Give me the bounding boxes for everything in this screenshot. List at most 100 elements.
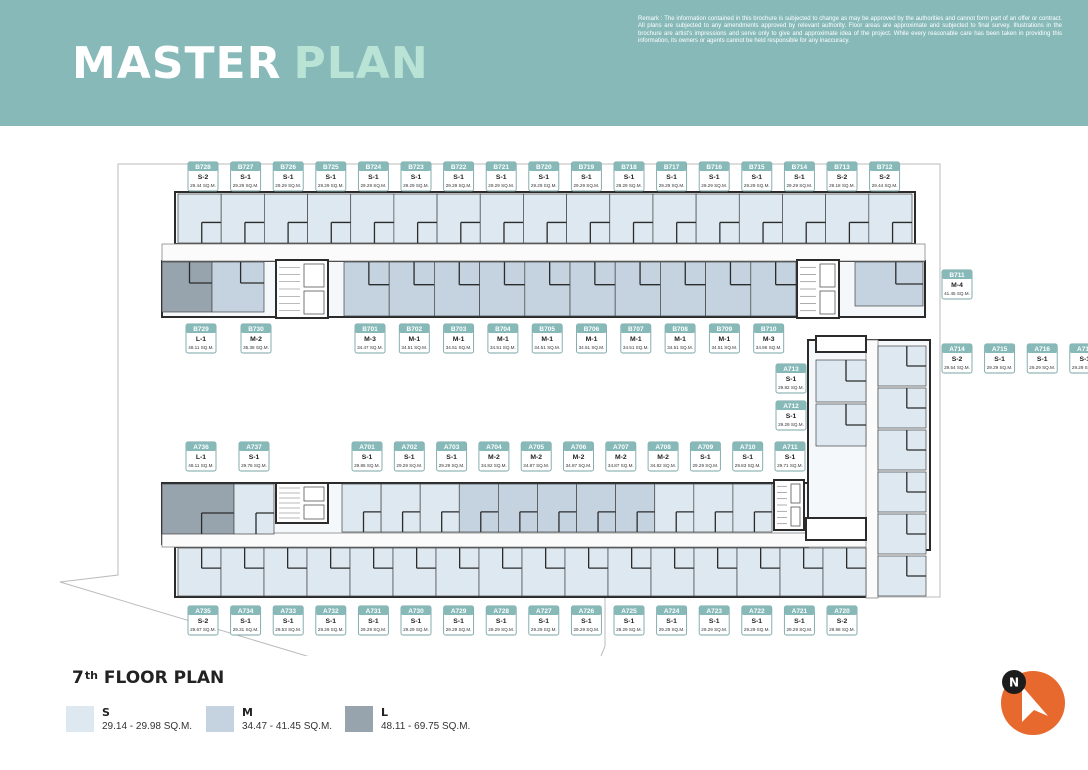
site-boundary-line	[59, 163, 941, 656]
unit-area: 29.29 SQ.M.	[574, 627, 600, 632]
unit-type: S-1	[283, 174, 294, 181]
unit-area: 34.51 SQ.M.	[712, 345, 738, 350]
unit-id: A736	[193, 444, 209, 451]
unit-id: B706	[584, 326, 600, 333]
unit-type: S-1	[752, 174, 763, 181]
unit-id: A709	[698, 444, 714, 451]
unit-cell	[652, 193, 697, 244]
unit-tag-header	[656, 162, 687, 171]
unit-cell	[343, 261, 390, 317]
unit-type: S-1	[624, 174, 635, 181]
unit-type: S-2	[198, 174, 209, 181]
unit-type: M-2	[657, 454, 669, 461]
unit-area: 29.29 SQ.M.	[403, 183, 429, 188]
unit-id: B724	[366, 164, 382, 171]
unit-area: 29.29 SQ.M.	[446, 183, 472, 188]
unit-tag-header	[732, 442, 763, 451]
unit-area: 29.29 SQ.M.	[987, 365, 1013, 370]
unit-type: S-1	[539, 618, 550, 625]
unit-cell	[738, 193, 783, 244]
unit-id: A721	[792, 608, 808, 615]
unit-type: S-1	[539, 174, 550, 181]
unit-tag-header	[571, 162, 602, 171]
unit-area: 29.18 SQ.M.	[829, 183, 855, 188]
unit-area: 29.29 SQ.M.	[275, 183, 301, 188]
unit-tag-header	[401, 606, 431, 615]
unit-area: 29.29 SQ.M.	[787, 183, 813, 188]
unit-id: A735	[195, 608, 211, 615]
unit-id: B720	[536, 164, 552, 171]
unit-type: S-1	[794, 618, 805, 625]
unit-type: S-1	[700, 454, 711, 461]
north-arrow-icon	[1022, 686, 1048, 722]
unit-tag-header	[273, 162, 304, 171]
unit-tag-header	[188, 606, 218, 615]
unit-tag-header	[486, 162, 517, 171]
unit-tag-header	[1069, 344, 1088, 353]
corridor-floor	[161, 243, 926, 262]
service-room	[815, 335, 867, 353]
unit-type: S-1	[453, 174, 464, 181]
unit-type: S-1	[709, 174, 720, 181]
unit-area: 29.29 SQ.M.	[403, 627, 429, 632]
unit-tag-header	[436, 442, 467, 451]
unit-id: A713	[783, 366, 799, 373]
unit-id: A703	[444, 444, 460, 451]
unit-area: 41.45 SQ.M.	[944, 291, 970, 296]
unit-cell	[380, 483, 421, 533]
unit-area: 34.51 SQ.M.	[667, 345, 693, 350]
compass-n-badge	[1002, 670, 1026, 694]
unit-id: A708	[655, 444, 671, 451]
lift-shaft	[790, 483, 801, 504]
unit-id: B725	[323, 164, 339, 171]
unit-id: B710	[761, 326, 777, 333]
unit-type: S-2	[198, 618, 209, 625]
unit-cell	[779, 547, 824, 597]
unit-type: S-1	[709, 618, 720, 625]
unit-id: B721	[493, 164, 509, 171]
unit-area: 34.51 SQ.M.	[534, 345, 560, 350]
unit-area: 29.29 SQ.M.	[693, 463, 719, 468]
unit-area: 29.29 SQ.M.	[659, 183, 685, 188]
unit-id: A724	[664, 608, 680, 615]
unit-tag-header	[776, 401, 806, 410]
unit-area: 34.51 SQ.M.	[579, 345, 605, 350]
unit-cell	[392, 547, 437, 597]
unit-type: S-1	[326, 174, 337, 181]
unit-area: 29.29 SQ.M.	[744, 183, 770, 188]
unit-cell	[615, 483, 656, 533]
unit-id: B712	[877, 164, 893, 171]
unit-id: A730	[408, 608, 424, 615]
unit-type: S-2	[837, 174, 848, 181]
unit-cell	[388, 261, 435, 317]
unit-id: B708	[672, 326, 688, 333]
unit-type: S-1	[581, 618, 592, 625]
lift-shaft	[790, 506, 801, 527]
unit-cell	[458, 483, 499, 533]
unit-cell	[479, 193, 524, 244]
unit-tag-header	[620, 324, 651, 333]
unit-tag-header	[188, 162, 218, 171]
